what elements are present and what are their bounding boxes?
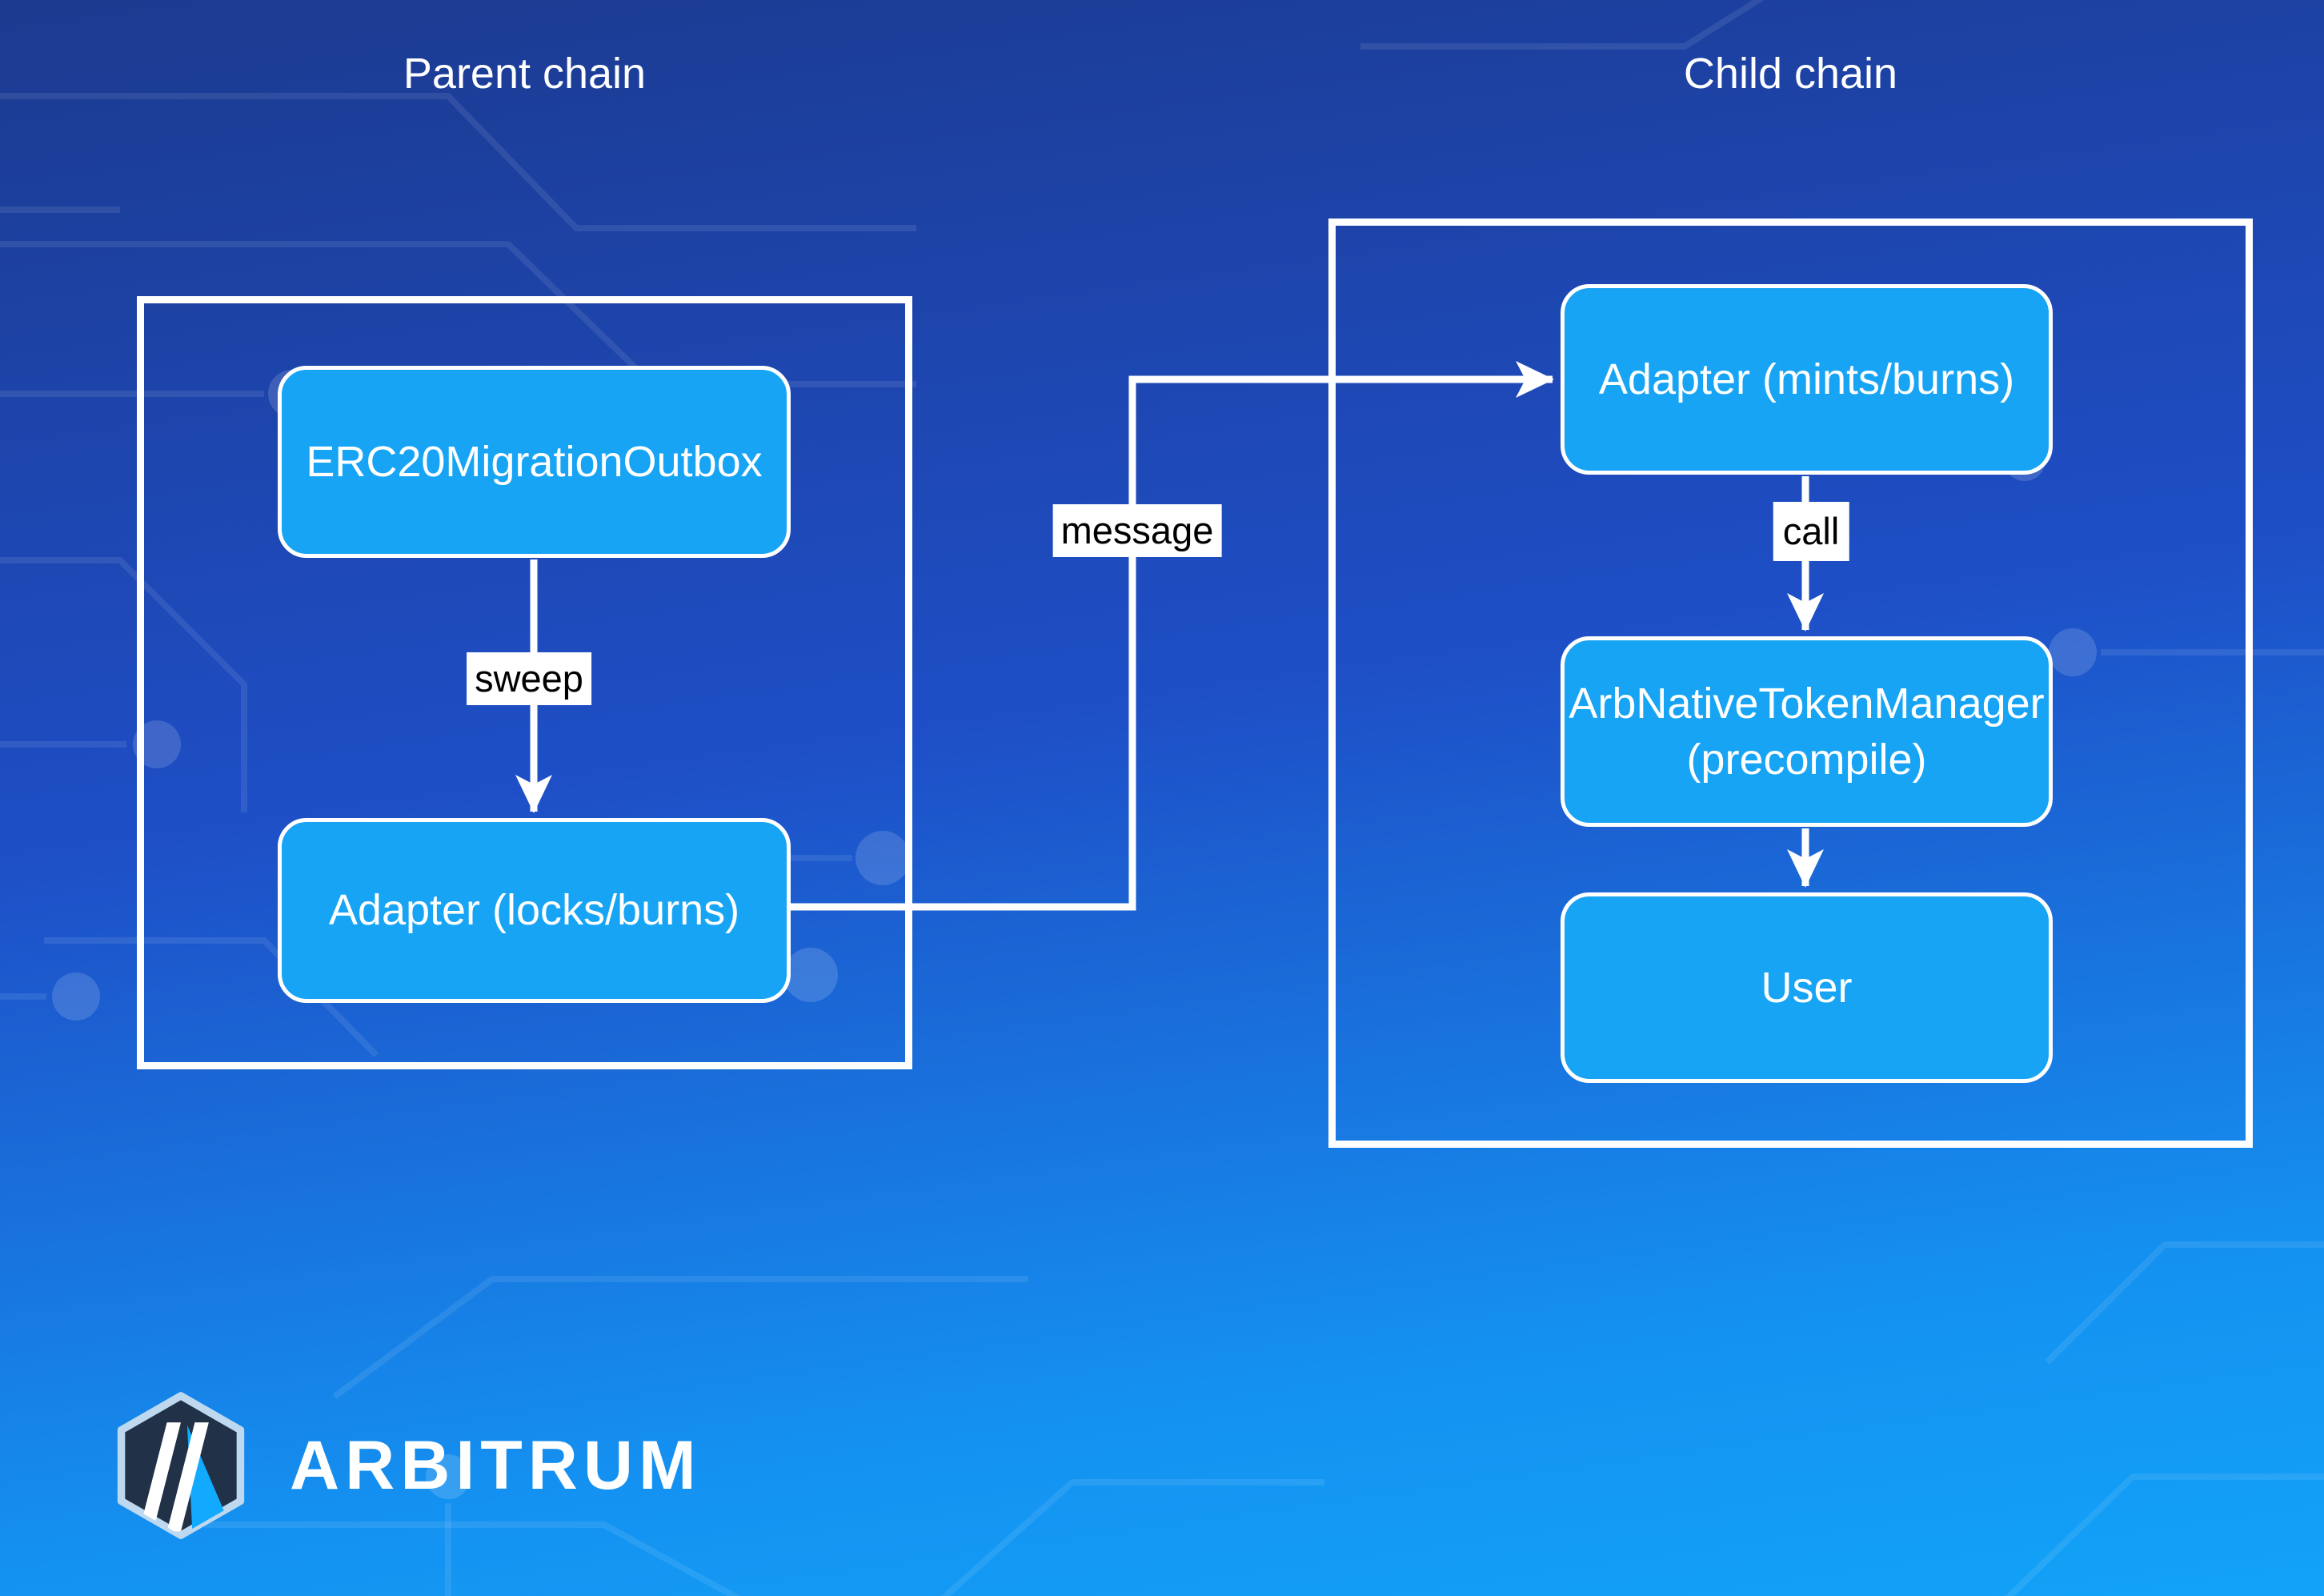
- arbitrum-logo-icon: [117, 1392, 245, 1539]
- node-erc20-migration-outbox: ERC20MigrationOutbox: [278, 366, 791, 558]
- logo-stripe-2: [166, 1422, 209, 1532]
- edge-label-sweep: sweep: [467, 652, 591, 706]
- edge-label-call: call: [1773, 501, 1849, 562]
- logo-stripe-1: [138, 1422, 181, 1532]
- node-arb-native-token-manager-sublabel: (precompile): [1686, 736, 1927, 784]
- node-erc20-migration-outbox-label: ERC20MigrationOutbox: [306, 437, 763, 486]
- arbitrum-wordmark: ARBITRUM: [290, 1427, 702, 1504]
- node-adapter-mints-burns-label: Adapter (mints/burns): [1598, 355, 2015, 403]
- node-arb-native-token-manager: ArbNativeTokenManager (precompile): [1561, 636, 2053, 827]
- parent-chain-title: Parent chain: [403, 50, 647, 98]
- node-arb-native-token-manager-label: ArbNativeTokenManager: [1569, 679, 2045, 728]
- node-adapter-locks-burns: Adapter (locks/burns): [278, 818, 791, 1003]
- node-adapter-locks-burns-label: Adapter (locks/burns): [328, 886, 740, 935]
- child-chain-title: Child chain: [1683, 50, 1898, 98]
- node-user: User: [1561, 892, 2053, 1083]
- edge-label-message: message: [1052, 503, 1222, 558]
- node-user-label: User: [1761, 963, 1853, 1012]
- child-chain-frame: [1328, 219, 2253, 1148]
- node-adapter-mints-burns: Adapter (mints/burns): [1561, 284, 2053, 475]
- parent-chain-frame: [137, 296, 912, 1069]
- message-arrow: [791, 361, 1554, 911]
